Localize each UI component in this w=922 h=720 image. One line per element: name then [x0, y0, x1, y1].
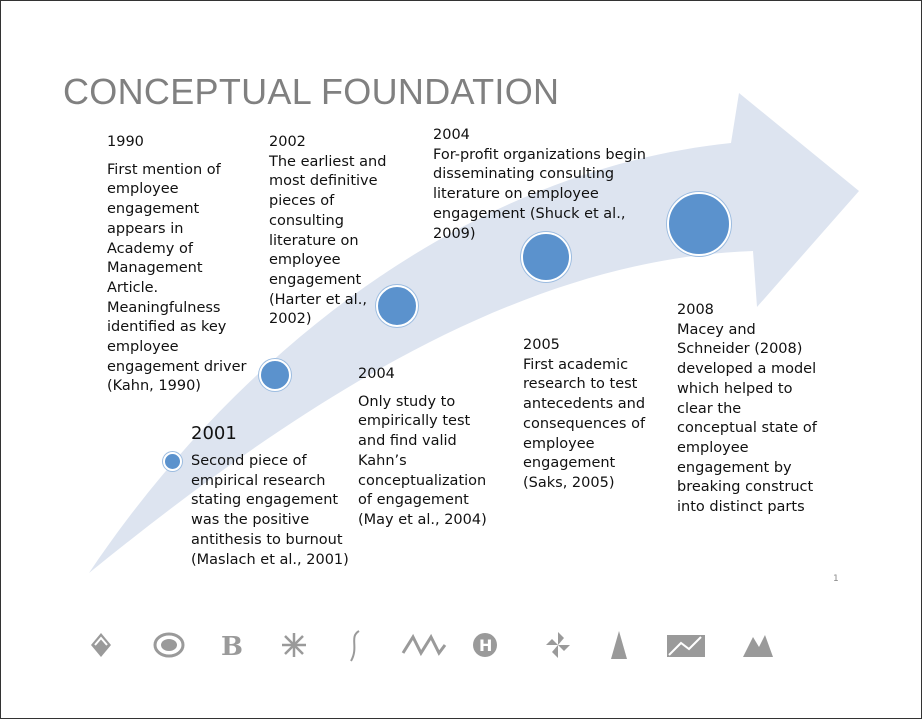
entry-text: Only study to empirically test and find …: [358, 393, 487, 528]
starburst-logo-icon: [282, 633, 306, 657]
entry-text: For-profit organizations begin dissemina…: [433, 146, 646, 242]
letter-b-logo-icon: B: [221, 632, 243, 659]
svg-text:B: B: [221, 632, 243, 659]
entry-year: 1990: [107, 134, 144, 150]
milestone-dot-2004: [521, 232, 571, 282]
timeline-entry-2008: 2008 Macey and Schneider (2008) develope…: [677, 301, 837, 518]
figure-logo-icon: [350, 630, 360, 662]
entry-text: Macey and Schneider (2008) developed a m…: [677, 321, 817, 516]
svg-text:H: H: [479, 636, 492, 655]
entry-text: Second piece of empirical research stati…: [191, 453, 349, 568]
entry-year: 2004: [358, 366, 395, 382]
milestone-dot-1990: [259, 359, 291, 391]
entry-year: 2008: [677, 302, 714, 318]
milestone-dot-2008: [667, 192, 731, 256]
entry-year: 2005: [523, 337, 560, 353]
entry-text: First academic research to test antecede…: [523, 356, 646, 491]
twin-peaks-logo-icon: [743, 635, 773, 657]
timeline-entry-2001: 2001 Second piece of empirical research …: [191, 422, 371, 570]
peak-logo-icon: [611, 631, 627, 659]
infinity-logo-icon: [401, 633, 447, 657]
pinwheel-logo-icon: [546, 632, 570, 658]
oval-logo-icon: [153, 632, 185, 658]
milestone-dot-2001: [163, 452, 182, 471]
timeline-entry-2002: 2002 The earliest and most definitive pi…: [269, 133, 419, 330]
milestone-dot-2002: [376, 285, 418, 327]
timeline-entry-2004-may: 2004 Only study to empirically test and …: [358, 365, 518, 531]
entry-text: The earliest and most definitive pieces …: [269, 153, 387, 328]
page-number: 1: [833, 574, 839, 584]
mountain-box-logo-icon: [667, 635, 705, 657]
entry-year: 2001: [191, 423, 237, 444]
entry-year: 2002: [269, 134, 306, 150]
timeline-entry-2004-shuck: 2004 For-profit organizations begin diss…: [433, 126, 673, 244]
timeline-entry-2005: 2005 First academic research to test ant…: [523, 336, 673, 494]
entry-year: 2004: [433, 127, 470, 143]
slide-title: CONCEPTUAL FOUNDATION: [63, 71, 560, 112]
entry-text: First mention of employee engagement app…: [107, 161, 247, 395]
diamond-logo-icon: [91, 633, 111, 657]
timeline-entry-1990: 1990 First mention of employee engagemen…: [107, 133, 287, 397]
letter-h-logo-icon: H: [473, 633, 497, 657]
logo-strip: B H: [1, 629, 922, 679]
